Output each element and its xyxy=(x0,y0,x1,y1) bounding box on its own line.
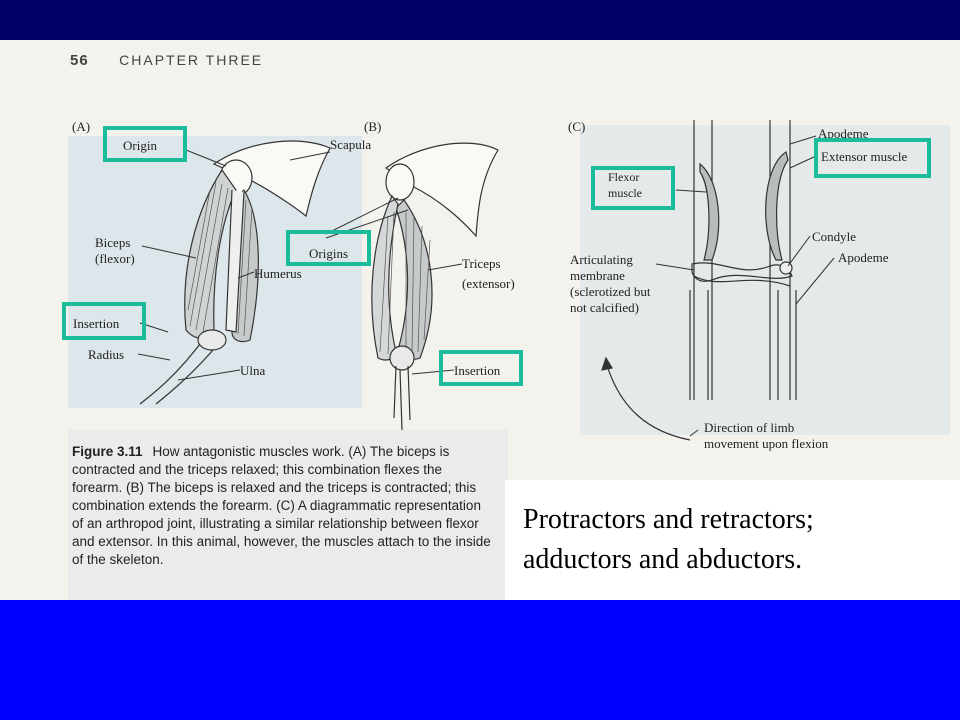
panel-b-letter: (B) xyxy=(364,119,382,134)
panel-c-flexor-muscle xyxy=(699,162,720,261)
label-biceps-flexor: (flexor) xyxy=(95,251,135,266)
label-radius: Radius xyxy=(88,347,125,362)
label-flexor-line1: Flexor xyxy=(608,170,640,184)
figure-artwork xyxy=(137,120,835,441)
highlight-origin xyxy=(103,126,187,162)
page-header: 56 CHAPTER THREE xyxy=(70,52,263,70)
panel-c-letter: (C) xyxy=(568,119,586,134)
chapter-title: CHAPTER THREE xyxy=(119,52,264,68)
label-flexor-line2: muscle xyxy=(608,186,642,200)
panel-a-scapula xyxy=(212,140,331,218)
label-origins: Origins xyxy=(309,246,348,261)
label-humerus: Humerus xyxy=(254,266,302,281)
label-apodeme-right: Apodeme xyxy=(838,250,889,265)
highlight-insertion-b xyxy=(439,350,523,386)
slide-text-line-2: adductors and abductors. xyxy=(523,544,803,575)
highlight-insertion-a xyxy=(62,302,146,340)
leader-lines-ab xyxy=(137,149,463,381)
panel-b-arm xyxy=(371,142,499,431)
label-insertion-b: Insertion xyxy=(454,363,501,378)
highlight-flexor-muscle xyxy=(591,166,675,210)
label-scapula: Scapula xyxy=(330,137,372,152)
caption-background xyxy=(68,430,508,600)
label-triceps: Triceps xyxy=(462,256,501,271)
label-extensor-muscle: Extensor muscle xyxy=(821,149,908,164)
slide-text-box: Protractors and retractors; adductors an… xyxy=(505,480,960,600)
label-insertion-a: Insertion xyxy=(73,316,120,331)
panel-a-letter: (A) xyxy=(72,119,91,134)
slide-bottom-bar xyxy=(0,600,960,720)
panel-c-extensor-muscle xyxy=(765,151,789,261)
label-direction-1: Direction of limb xyxy=(704,420,795,435)
slide-text-line-1: Protractors and retractors; xyxy=(523,504,814,535)
leader-lines-c xyxy=(655,135,835,437)
figure-label: Figure 3.11 xyxy=(72,444,143,459)
label-articulating-2: membrane xyxy=(570,268,625,283)
highlight-origins xyxy=(286,230,371,266)
label-ulna: Ulna xyxy=(240,363,266,378)
label-articulating-4: not calcified) xyxy=(570,300,639,315)
panel-b-scapula xyxy=(384,142,499,238)
slide-top-bar xyxy=(0,0,960,40)
label-apodeme-top: Apodeme xyxy=(818,126,869,141)
label-condyle: Condyle xyxy=(812,229,857,244)
label-triceps-extensor: (extensor) xyxy=(462,276,515,291)
panel-a-humerus xyxy=(225,189,245,333)
page-number: 56 xyxy=(70,52,89,69)
panel-a-arm xyxy=(139,140,331,405)
label-articulating-3: (sclerotized but xyxy=(570,284,651,299)
label-articulating-1: Articulating xyxy=(570,252,633,267)
direction-arrow xyxy=(605,361,691,441)
label-origin: Origin xyxy=(123,138,157,153)
caption-text: How antagonistic muscles work. (A) The b… xyxy=(72,444,491,567)
label-direction-2: movement upon flexion xyxy=(704,436,829,451)
scanned-textbook-page: 56 CHAPTER THREE xyxy=(0,40,960,600)
panel-c-joint xyxy=(601,120,797,441)
label-biceps: Biceps xyxy=(95,235,131,250)
highlight-extensor-muscle xyxy=(814,138,931,178)
panel-c-articulating-membrane xyxy=(691,262,793,282)
slide-text: Protractors and retractors; adductors an… xyxy=(523,500,814,580)
